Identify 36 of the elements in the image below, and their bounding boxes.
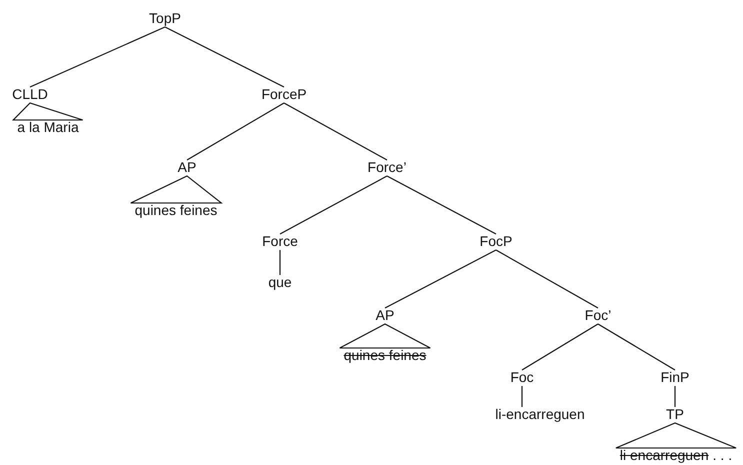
node-label: Force [262, 233, 298, 249]
triangle-branch [615, 422, 737, 449]
tree-branch [164, 26, 284, 88]
node-label: Foc’ [584, 307, 612, 323]
phrase-text: a la Maria [17, 119, 79, 135]
node-label: TP [666, 406, 684, 422]
triangle-branch [12, 102, 84, 121]
phrase-text: quines feines [344, 347, 426, 363]
tree-branch [496, 250, 598, 308]
node-label: ForceP [261, 86, 307, 102]
tree-branch [284, 102, 388, 160]
node-label: li-encarreguen [495, 406, 585, 422]
node-label: TopP [149, 10, 181, 26]
tree-branch [384, 250, 496, 308]
tree-branch [30, 26, 166, 88]
phrase-text: li encarreguen [620, 447, 709, 463]
tree-branch [674, 386, 676, 407]
tree-branch [279, 250, 281, 275]
tree-branch [598, 324, 676, 370]
tree-branch [280, 176, 388, 234]
node-label: Force’ [368, 159, 406, 175]
phrase-text: quines feines [134, 202, 218, 218]
triangle-branch [130, 175, 223, 204]
tree-branch [521, 386, 523, 407]
node-label: FocP [480, 233, 512, 249]
node-label: AP [178, 159, 196, 175]
node-label: CLLD [12, 86, 48, 102]
phrase-text: . . . [712, 447, 732, 463]
tree-branch [522, 324, 598, 370]
node-label: FinP [660, 369, 690, 385]
node-label: AP [376, 307, 394, 323]
triangle-branch [339, 323, 431, 349]
node-label: Foc [510, 369, 534, 385]
tree-branch [186, 102, 284, 160]
node-label: que [268, 274, 292, 290]
tree-branch [386, 176, 496, 234]
